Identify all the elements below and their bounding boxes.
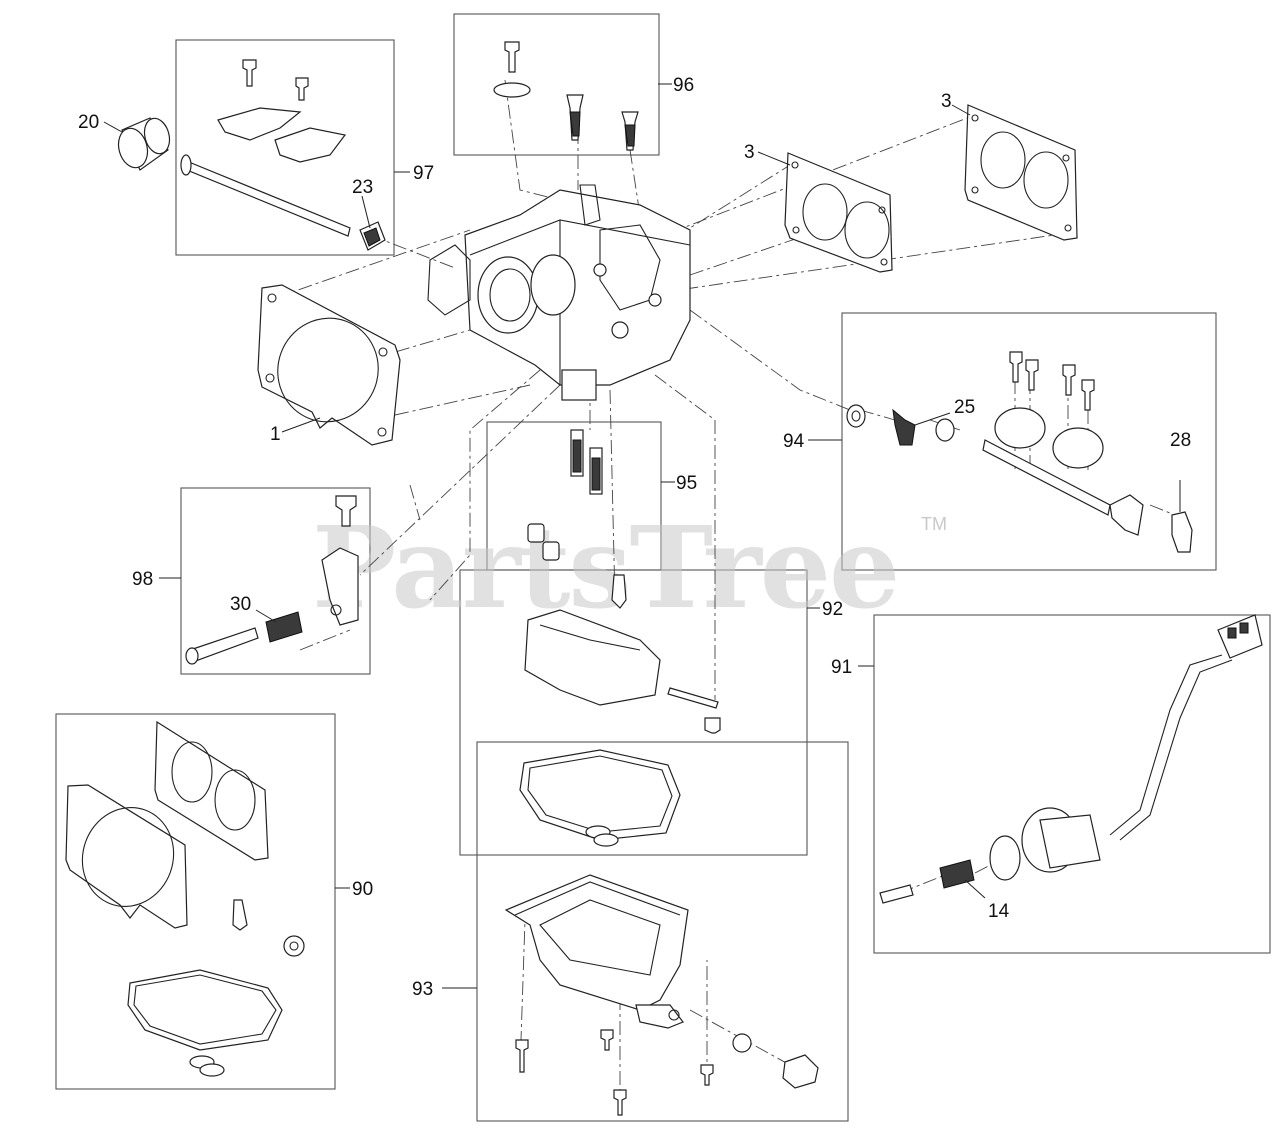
callout-28: 28 [1170, 430, 1191, 451]
kit-box-97 [175, 39, 395, 256]
callout-20: 20 [78, 112, 99, 133]
watermark-trademark: TM [921, 514, 947, 534]
callout-14: 14 [988, 901, 1010, 922]
callout-23: 23 [352, 177, 373, 198]
kit-box-93 [476, 741, 849, 1122]
callout-95: 95 [676, 473, 697, 494]
callout-90: 90 [352, 879, 373, 900]
carburetor-body [427, 184, 691, 401]
callout-93: 93 [412, 979, 433, 1000]
watermark-text: PartsTree [312, 503, 898, 634]
kit-box-91 [873, 614, 1271, 954]
callout-leaders [103, 83, 1181, 989]
kit-90-parts [65, 720, 305, 1077]
callout-3-a: 3 [941, 91, 952, 112]
kit-92-parts [519, 574, 721, 847]
kit-97-parts [180, 59, 386, 251]
kit-box-98 [180, 487, 371, 675]
callout-96: 96 [673, 75, 694, 96]
kit-91-parts [879, 614, 1263, 904]
kit-box-90 [55, 713, 336, 1090]
callout-3-b: 3 [744, 142, 755, 163]
gasket-rear-a [784, 152, 893, 273]
gasket-rear-b [964, 104, 1078, 241]
gasket-front [257, 284, 401, 446]
kit-93-parts [504, 874, 819, 1116]
callout-30: 30 [230, 594, 251, 615]
callout-25: 25 [954, 397, 975, 418]
callout-97: 97 [413, 163, 434, 184]
callout-1: 1 [270, 424, 281, 445]
callout-92: 92 [822, 599, 843, 620]
kit-96-parts [493, 41, 639, 151]
kit-95-parts [527, 429, 603, 561]
choke-cap [117, 117, 171, 171]
callout-94: 94 [783, 431, 805, 452]
kit-box-94 [841, 312, 1217, 571]
kit-box-92 [459, 569, 808, 856]
callout-91: 91 [831, 657, 852, 678]
kit-98-parts [185, 495, 359, 665]
kit-94-parts [846, 351, 1193, 553]
callout-98: 98 [132, 569, 153, 590]
